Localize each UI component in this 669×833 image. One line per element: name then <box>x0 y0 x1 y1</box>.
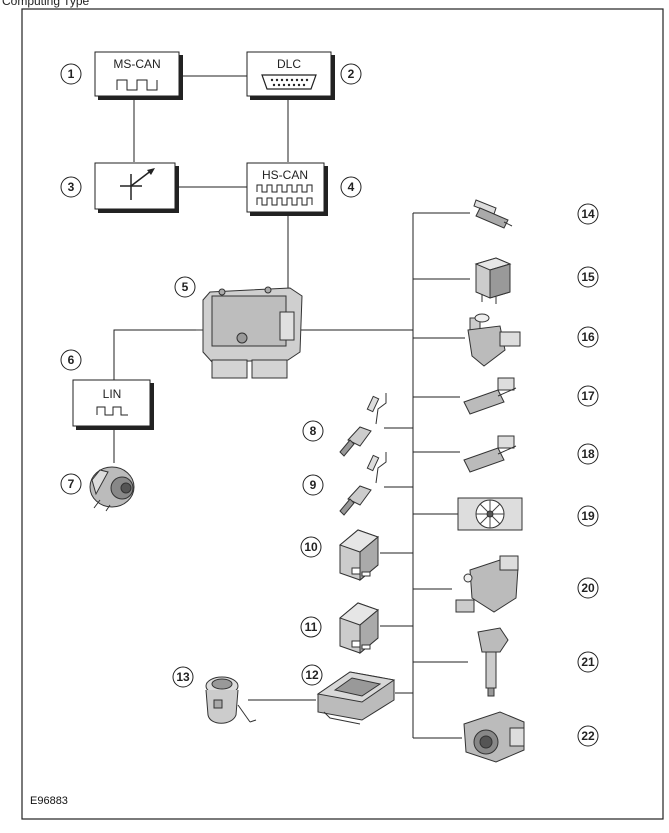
callout-17: 17 <box>577 385 599 407</box>
svg-text:6: 6 <box>68 353 75 367</box>
hs-can-box: HS-CAN <box>246 162 328 216</box>
svg-text:10: 10 <box>304 540 318 554</box>
callout-13: 13 <box>172 666 194 688</box>
callout-9: 9 <box>302 474 324 496</box>
callout-5: 5 <box>174 276 196 298</box>
callout-15: 15 <box>577 266 599 288</box>
position-sensor-image <box>463 377 517 415</box>
svg-text:2: 2 <box>348 67 355 81</box>
callout-7: 7 <box>60 473 82 495</box>
svg-text:14: 14 <box>581 207 595 221</box>
relay-image <box>339 529 379 582</box>
svg-text:8: 8 <box>310 424 317 438</box>
square-wave-icon <box>116 79 158 91</box>
diagram-frame <box>21 8 664 820</box>
callout-16: 16 <box>577 326 599 348</box>
gateway-arrow-icon <box>147 168 155 175</box>
svg-text:7: 7 <box>68 477 75 491</box>
ignition-coil-image <box>477 627 509 697</box>
svg-text:20: 20 <box>581 581 595 595</box>
ms-can-label: MS-CAN <box>113 57 160 71</box>
lin-box: LIN <box>72 379 154 430</box>
position-sensor-image <box>463 435 517 473</box>
callout-10: 10 <box>300 536 322 558</box>
callout-14: 14 <box>577 203 599 225</box>
relay-image <box>339 602 379 655</box>
ecm-module-image <box>196 286 303 379</box>
cooling-fan-image <box>457 497 523 531</box>
lin-label: LIN <box>103 387 122 401</box>
svg-text:21: 21 <box>581 655 595 669</box>
square-wave-icon <box>256 197 313 206</box>
solenoid-valve-image <box>455 555 519 613</box>
fuel-level-sender-image <box>205 676 257 724</box>
svg-text:12: 12 <box>305 668 319 682</box>
oxygen-sensor-image <box>339 452 387 516</box>
svg-text:11: 11 <box>305 620 318 634</box>
partial-header-text: Computing Type <box>2 0 90 8</box>
svg-text:4: 4 <box>348 180 355 194</box>
callout-21: 21 <box>577 651 599 673</box>
control-module-image <box>316 671 396 725</box>
svg-text:3: 3 <box>68 180 75 194</box>
relay-image <box>474 257 512 304</box>
callout-6: 6 <box>60 349 82 371</box>
svg-text:17: 17 <box>581 389 595 403</box>
gateway-box <box>94 162 179 213</box>
callout-18: 18 <box>577 443 599 465</box>
callout-2: 2 <box>340 63 362 85</box>
callout-11: 11 <box>300 616 322 638</box>
image-reference-code: E96883 <box>30 795 68 807</box>
callout-8: 8 <box>302 420 324 442</box>
callout-19: 19 <box>577 505 599 527</box>
callout-markers: 1 2 3 4 5 6 7 8 9 10 11 12 13 14 15 16 1… <box>60 63 599 747</box>
dlc-label: DLC <box>277 57 301 71</box>
dlc-box: DLC <box>246 51 335 100</box>
callout-12: 12 <box>301 664 323 686</box>
svg-text:15: 15 <box>581 270 595 284</box>
callout-22: 22 <box>577 725 599 747</box>
svg-text:16: 16 <box>581 330 595 344</box>
hs-can-label: HS-CAN <box>262 168 308 182</box>
alternator-image <box>89 466 135 512</box>
callout-4: 4 <box>340 176 362 198</box>
valve-image <box>467 313 521 367</box>
svg-text:5: 5 <box>182 280 189 294</box>
oxygen-sensor-image <box>339 393 387 457</box>
callout-20: 20 <box>577 577 599 599</box>
throttle-body-image <box>463 711 525 763</box>
connection-lines <box>113 75 470 739</box>
square-wave-icon <box>96 406 128 416</box>
svg-text:13: 13 <box>176 670 190 684</box>
svg-text:1: 1 <box>68 67 75 81</box>
ms-can-box: MS-CAN <box>94 51 183 100</box>
fuel-injector-image <box>473 199 513 229</box>
callout-3: 3 <box>60 176 82 198</box>
svg-text:9: 9 <box>310 478 317 492</box>
callout-1: 1 <box>60 63 82 85</box>
svg-text:19: 19 <box>581 509 595 523</box>
connector-plug-icon <box>261 74 317 90</box>
svg-text:22: 22 <box>581 729 595 743</box>
svg-text:18: 18 <box>581 447 595 461</box>
